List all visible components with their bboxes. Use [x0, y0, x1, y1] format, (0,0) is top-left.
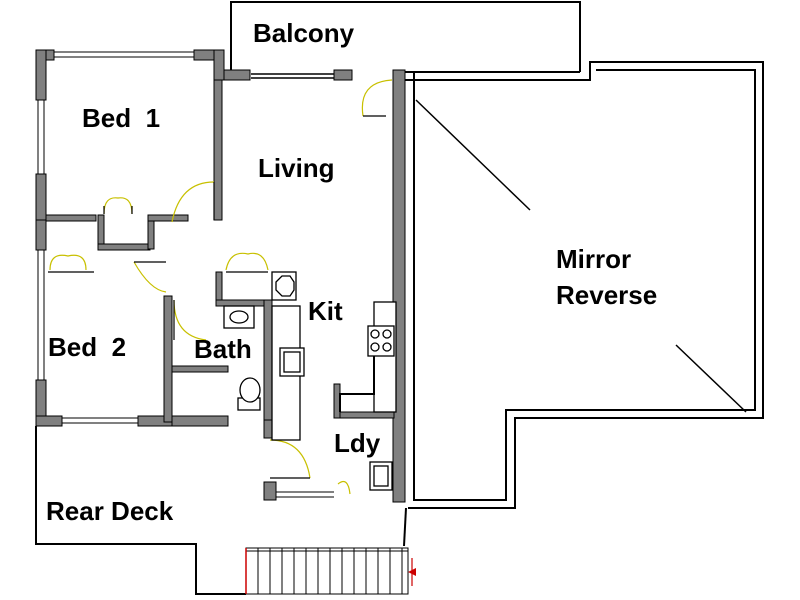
label-mirror: Mirror: [556, 244, 631, 274]
stairs: [245, 547, 416, 595]
label-rear-deck: Rear Deck: [46, 496, 174, 526]
rear-deck-outline: [35, 426, 407, 595]
balcony-outline: [230, 1, 405, 79]
fixtures: [223, 271, 397, 491]
label-bed-2: Bed 2: [48, 332, 126, 362]
label-reverse: Reverse: [556, 280, 657, 310]
label-bath: Bath: [194, 334, 252, 364]
label-kit: Kit: [308, 296, 343, 326]
mirror-reverse-outline: [405, 1, 764, 509]
doors: [48, 79, 393, 495]
label-living: Living: [258, 153, 335, 183]
room-labels: Balcony Bed 1 Living Mirror Reverse Kit …: [46, 18, 657, 526]
windows: [37, 51, 334, 498]
label-ldy: Ldy: [334, 428, 381, 458]
label-bed-1: Bed 1: [82, 103, 160, 133]
label-balcony: Balcony: [253, 18, 355, 48]
